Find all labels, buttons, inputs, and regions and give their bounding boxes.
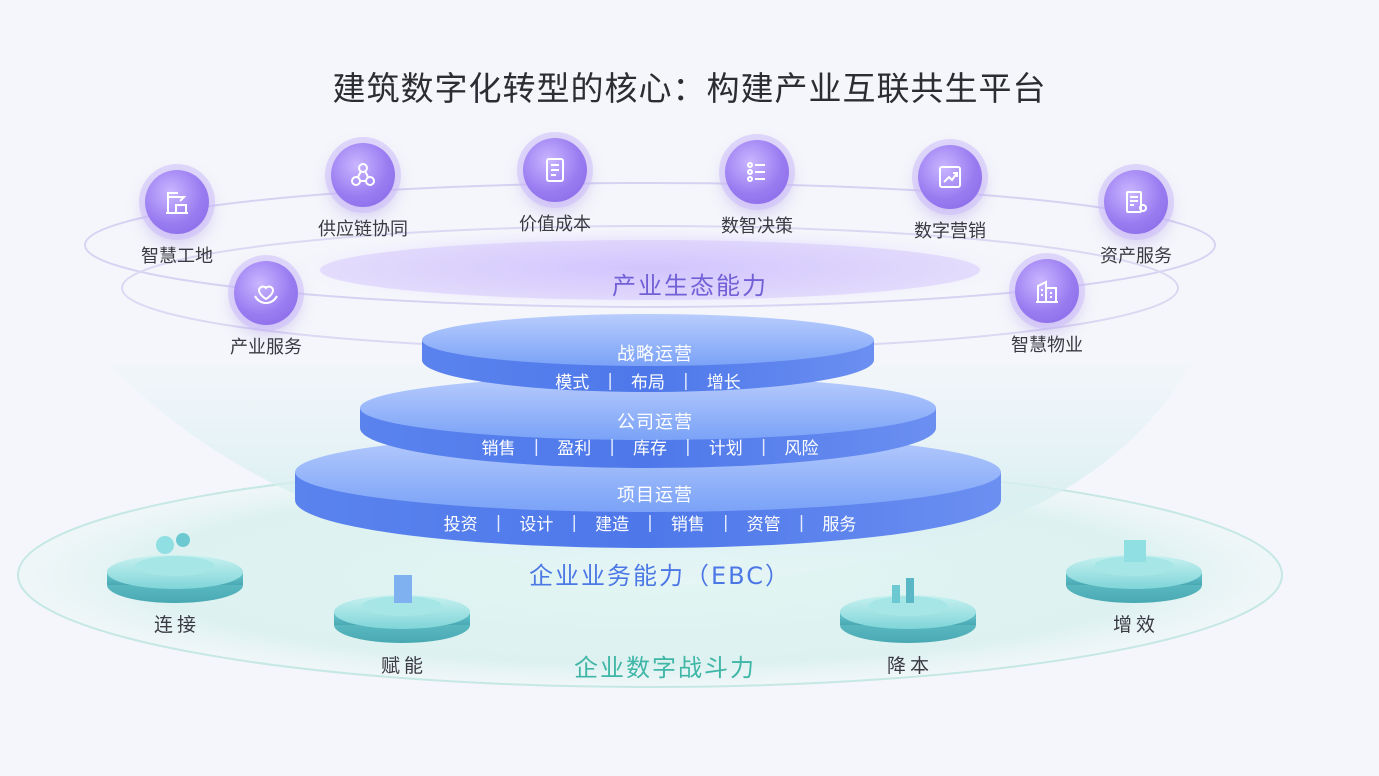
- base-label-empower: 赋能: [380, 655, 427, 677]
- item-separator: |: [647, 512, 653, 533]
- eco-node-industry-service: 产业服务: [196, 261, 336, 359]
- document-cost-icon: [523, 138, 587, 202]
- tier-item: 销售: [481, 439, 516, 459]
- tier-item: 资管: [746, 515, 781, 535]
- eco-label: 供应链协同: [318, 219, 408, 240]
- item-separator: |: [609, 436, 615, 457]
- digital-fighting-capability-label: 企业数字战斗力: [574, 654, 756, 682]
- eco-node-asset-service: 资产服务: [1066, 170, 1206, 268]
- network-icon: [331, 143, 395, 207]
- ecosystem-capability-label: 产业生态能力: [612, 272, 768, 300]
- ebc-capability-label: 企业业务能力（EBC）: [529, 562, 791, 590]
- list-settings-icon: [725, 140, 789, 204]
- building-icon: [1015, 259, 1079, 323]
- item-separator: |: [683, 370, 689, 391]
- crane-icon: [145, 170, 209, 234]
- base-label-efficiency: 增效: [1112, 614, 1159, 636]
- eco-node-decision: 数智决策: [687, 140, 827, 238]
- eco-label: 价值成本: [519, 214, 591, 235]
- tier-title-project: 项目运营: [617, 485, 693, 506]
- tier-title-company: 公司运营: [617, 412, 693, 433]
- tier-item: 计划: [708, 439, 743, 459]
- tier-item: 投资: [443, 515, 478, 535]
- item-separator: |: [495, 512, 502, 533]
- eco-label: 产业服务: [230, 337, 302, 358]
- heart-hands-icon: [234, 261, 298, 325]
- asset-gear-icon: [1104, 170, 1168, 234]
- eco-label: 数字营销: [914, 221, 986, 242]
- eco-label: 数智决策: [721, 216, 793, 237]
- eco-node-smart-site: 智慧工地: [107, 170, 247, 268]
- eco-node-supply-chain: 供应链协同: [293, 143, 433, 241]
- tier-item: 建造: [595, 515, 630, 535]
- tier-item: 库存: [633, 439, 667, 459]
- item-separator: |: [760, 436, 767, 457]
- item-separator: |: [685, 436, 691, 457]
- tier-item: 销售: [670, 515, 705, 535]
- tier-items-company: 销售 | 盈利 | 库存 | 计划 | 风险: [400, 434, 900, 460]
- tier-items-project: 投资 | 设计 | 建造 | 销售 | 资管 | 服务: [360, 510, 940, 536]
- trend-chart-icon: [918, 145, 982, 209]
- eco-node-smart-property: 智慧物业: [977, 259, 1117, 357]
- tier-item: 盈利: [557, 439, 592, 459]
- tier-items-strategy: 模式 | 布局 | 增长: [478, 368, 818, 394]
- item-separator: |: [607, 370, 613, 391]
- tier-item: 服务: [822, 515, 857, 535]
- item-separator: |: [722, 512, 729, 533]
- tier-title-strategy: 战略运营: [617, 344, 693, 365]
- eco-node-value-cost: 价值成本: [485, 138, 625, 236]
- tier-item: 设计: [519, 515, 554, 535]
- base-label-cost-reduce: 降本: [886, 655, 933, 677]
- eco-label: 资产服务: [1100, 246, 1172, 267]
- item-separator: |: [571, 512, 578, 533]
- base-label-connect: 连接: [153, 614, 200, 636]
- item-separator: |: [533, 436, 540, 457]
- tier-item: 增长: [706, 373, 741, 393]
- tier-item: 布局: [631, 373, 665, 393]
- tier-item: 模式: [555, 373, 590, 393]
- eco-label: 智慧工地: [141, 246, 213, 267]
- eco-node-marketing: 数字营销: [880, 145, 1020, 243]
- eco-label: 智慧物业: [1011, 335, 1083, 356]
- item-separator: |: [798, 512, 805, 533]
- tier-item: 风险: [784, 439, 819, 459]
- page-title: 建筑数字化转型的核心：构建产业互联共生平台: [332, 69, 1047, 108]
